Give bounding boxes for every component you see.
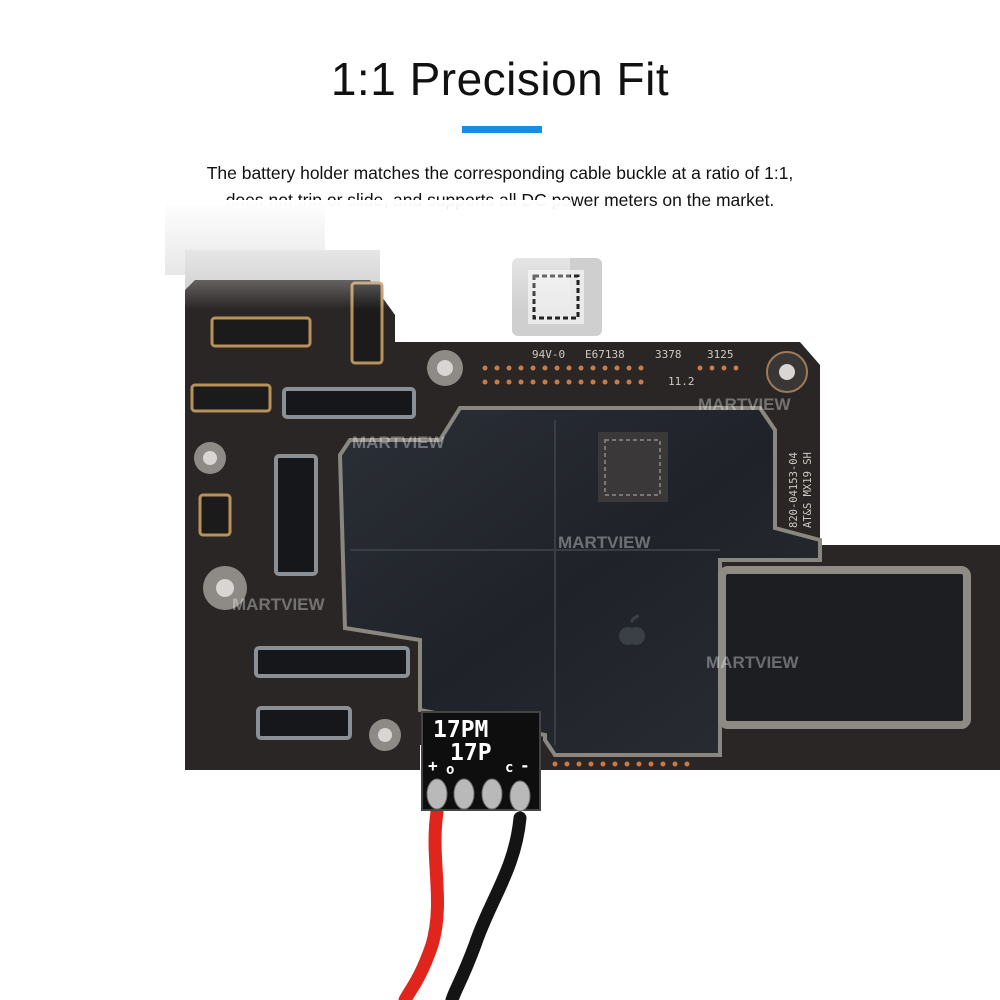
silk-label-1: 94V-0 — [532, 348, 565, 361]
adapter-model-line-2: 17P — [450, 740, 492, 766]
watermarks: MARTVIEW MARTVIEW MARTVIEW MARTVIEW MART… — [232, 395, 800, 672]
page-title: 1:1 Precision Fit — [330, 53, 670, 105]
silk-part-number: 820-04153-04 — [788, 452, 800, 528]
silkscreen-top-row: 94V-0 E67138 3378 3125 11.2 — [532, 348, 734, 388]
fade-overlay — [150, 200, 570, 310]
power-cable — [398, 805, 527, 1000]
watermark-2: MARTVIEW — [706, 653, 800, 672]
adapter-pin-o: o — [446, 762, 454, 778]
apple-logo-icon — [619, 614, 645, 645]
watermark-3: MARTVIEW — [698, 395, 792, 414]
logic-board: 94V-0 E67138 3378 3125 11.2 820-04153-04… — [185, 258, 1000, 770]
test-pad-row — [482, 365, 739, 767]
adapter-model-line-1: 17PM — [433, 717, 488, 743]
silkscreen-side: 820-04153-04 AT&S MX19 SH — [788, 452, 814, 528]
secondary-shield — [718, 566, 971, 729]
chip-marking — [598, 432, 668, 502]
silk-maker: AT&S MX19 SH — [802, 452, 814, 528]
rf-shield — [337, 406, 822, 757]
silk-label-2: E67138 — [585, 348, 625, 361]
watermark-4: MARTVIEW — [352, 433, 446, 452]
silk-label-4: 3125 — [707, 348, 734, 361]
silk-label-3: 3378 — [655, 348, 682, 361]
adapter-pin-minus: - — [520, 756, 530, 775]
silk-rev: 11.2 — [668, 375, 695, 388]
battery-adapter: 17PM 17P + o c - — [421, 711, 541, 812]
description-line-1: The battery holder matches the correspon… — [206, 163, 794, 183]
title-accent-bar — [462, 126, 542, 133]
watermark-5: MARTVIEW — [232, 595, 326, 614]
solder-joints — [426, 778, 531, 812]
screw-holes — [194, 350, 808, 751]
adapter-pin-c: c — [505, 760, 513, 776]
adapter-pin-plus: + — [428, 756, 438, 775]
positive-wire — [398, 805, 445, 1000]
watermark-1: MARTVIEW — [558, 533, 652, 552]
negative-wire — [445, 811, 527, 1000]
